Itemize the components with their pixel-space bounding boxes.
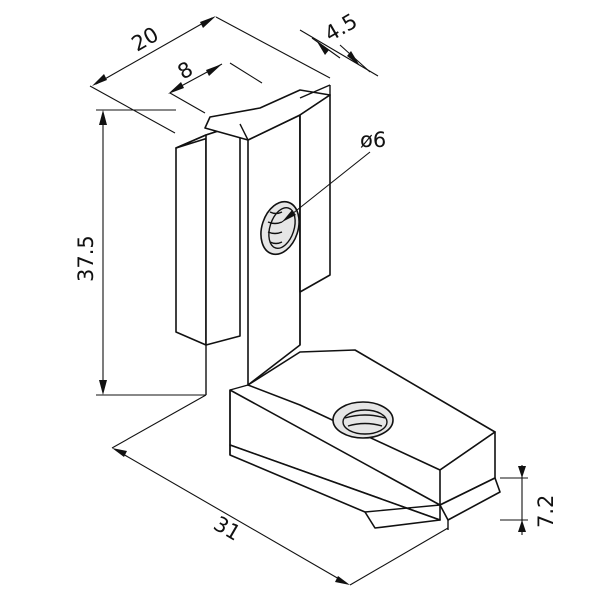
vertical-slot-plate	[175, 134, 207, 346]
dim-8: 8	[168, 57, 263, 114]
dim-hole-diameter: ø6	[281, 128, 386, 223]
dim-37-5-label: 37.5	[74, 235, 98, 282]
horizontal-threaded-hole	[332, 401, 394, 439]
dim-7-2: 7.2	[500, 465, 558, 535]
vertical-leg	[175, 84, 331, 395]
dim-8-label: 8	[174, 57, 198, 84]
dim-20-label: 20	[128, 22, 163, 56]
horizontal-end-block	[439, 477, 501, 521]
vertical-web-top	[204, 89, 331, 141]
dim-37-5: 37.5	[74, 109, 206, 396]
dim-4-5: 4.5	[299, 9, 379, 77]
dim-31-label: 31	[210, 512, 245, 546]
vertical-rear-plate	[299, 94, 331, 293]
dim-31: 31	[111, 394, 449, 586]
vertical-slot-plate-side	[205, 123, 241, 346]
dim-hole-diameter-label: ø6	[360, 128, 386, 152]
dim-4-5-label: 4.5	[321, 9, 362, 46]
horizontal-leg	[229, 349, 501, 530]
dim-7-2-label: 7.2	[534, 495, 558, 528]
